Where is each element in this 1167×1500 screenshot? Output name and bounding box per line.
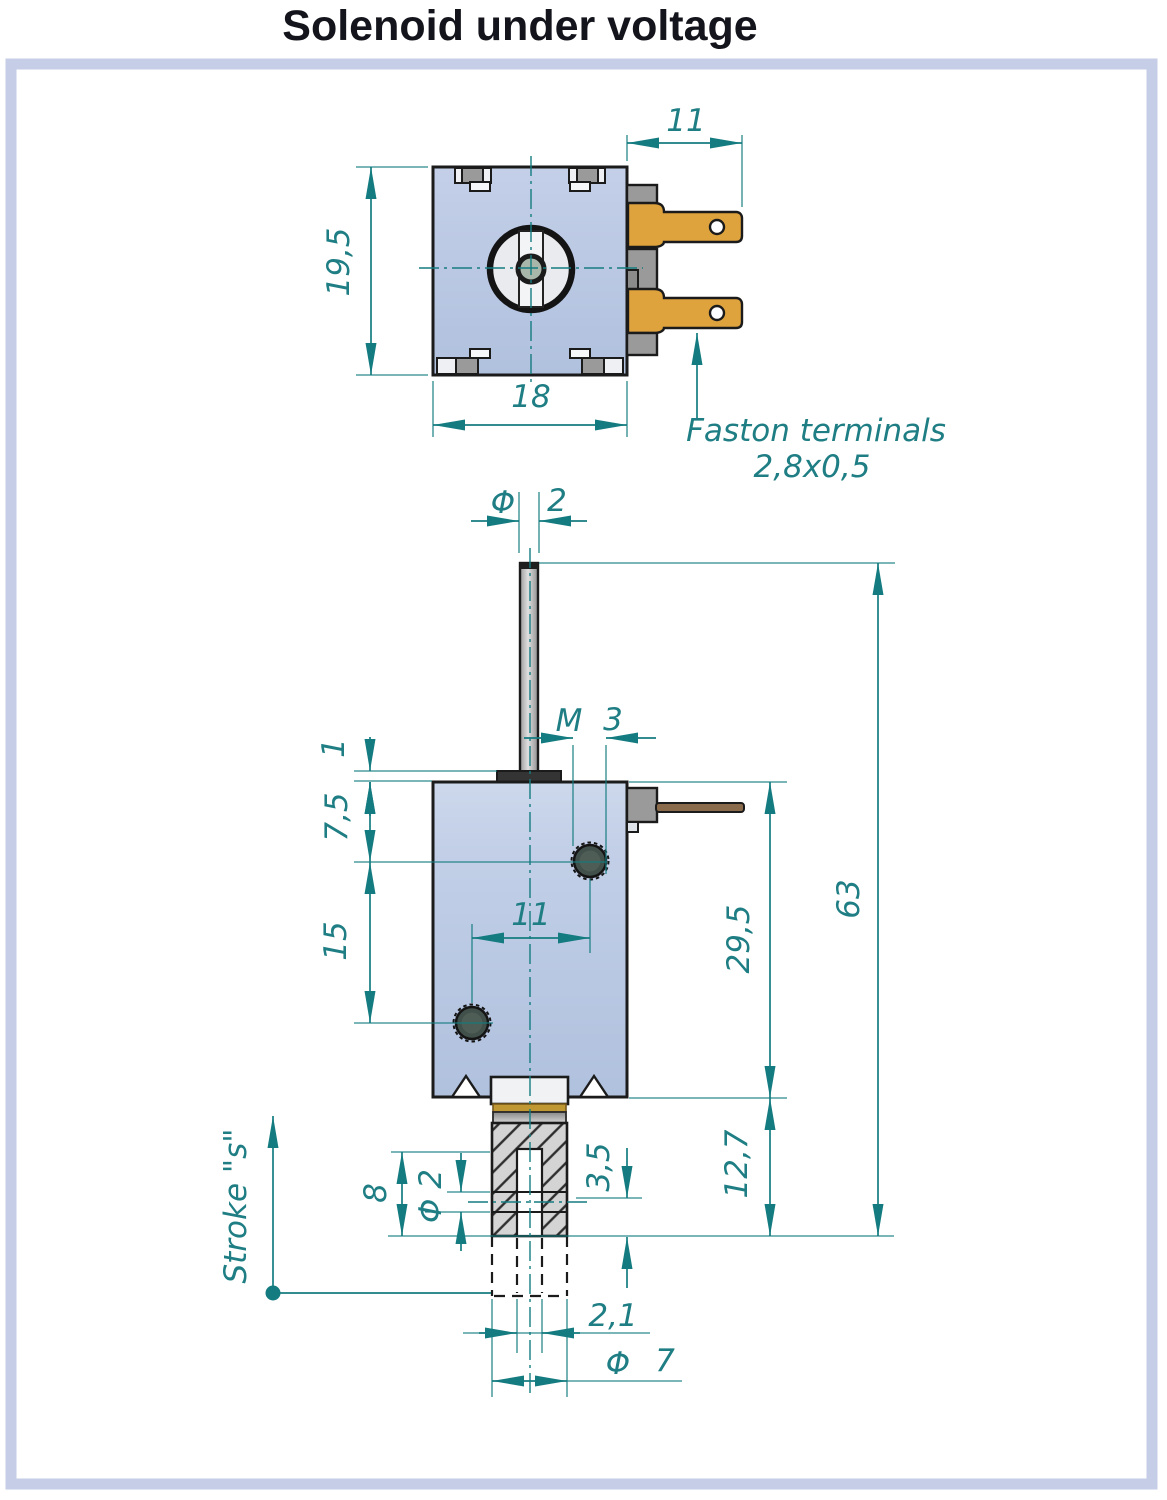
dim-label-7-5: 7,5 bbox=[319, 792, 355, 841]
terminal-blade-lower bbox=[626, 287, 744, 335]
thread-hole-upper bbox=[570, 841, 610, 881]
faston-label-line1: Faston terminals bbox=[686, 413, 946, 449]
dim-tip-hole-offset: 3,5 bbox=[576, 1142, 642, 1288]
dim-label-thread-m: M bbox=[556, 703, 583, 739]
dim-label-12-7: 12,7 bbox=[719, 1129, 755, 1198]
dim-total-height: 63 bbox=[539, 562, 895, 1236]
corner-tabs bbox=[436, 167, 624, 375]
dim-slot-width: 2,1 bbox=[463, 1298, 650, 1397]
dim-body-width-top-view: 18 bbox=[432, 379, 628, 437]
faston-leader: Faston terminals 2,8x0,5 bbox=[686, 333, 946, 485]
dim-label-phi-2: Φ 2 bbox=[413, 1169, 449, 1223]
faston-label-line2: 2,8x0,5 bbox=[754, 449, 871, 485]
dim-tip-length: 12,7 bbox=[719, 1098, 776, 1236]
content-frame bbox=[5, 58, 1158, 1490]
dim-slot-depth: 8 bbox=[358, 1151, 490, 1236]
terminal-hole-lower bbox=[708, 304, 726, 322]
dim-label-rod-phi: Φ bbox=[491, 485, 515, 521]
collar-washer bbox=[496, 770, 562, 783]
dim-label-rod-2: 2 bbox=[547, 483, 567, 519]
rod-cap bbox=[520, 563, 538, 569]
dim-label-63: 63 bbox=[831, 879, 867, 918]
dim-label-3-5: 3,5 bbox=[581, 1142, 617, 1191]
dim-rod-diameter: Φ 2 bbox=[471, 483, 587, 553]
stroke-label: Stroke "s" bbox=[218, 1128, 254, 1283]
dim-label-plunger-7: 7 bbox=[655, 1343, 675, 1379]
faston-terminals bbox=[625, 183, 744, 357]
stroke-annotation: Stroke "s" bbox=[218, 1116, 491, 1301]
dim-label-thread-3: 3 bbox=[603, 702, 623, 738]
dim-cross-hole: Φ 2 bbox=[413, 1153, 490, 1251]
dim-hole-offset: 7,5 bbox=[319, 782, 607, 863]
terminal-hole-upper bbox=[708, 218, 726, 236]
dim-label-11-front: 11 bbox=[511, 897, 550, 933]
dim-label-19-5: 19,5 bbox=[321, 227, 357, 296]
dim-hole-pitch: 15 bbox=[318, 862, 493, 1024]
terminal-pin bbox=[655, 802, 745, 813]
dim-label-1: 1 bbox=[316, 738, 352, 758]
dim-label-2-1: 2,1 bbox=[588, 1298, 637, 1334]
dim-thread-m3: M 3 bbox=[524, 702, 656, 874]
plunger-rod bbox=[518, 561, 540, 774]
dim-label-11-top: 11 bbox=[666, 103, 705, 139]
dim-label-18: 18 bbox=[511, 379, 550, 415]
terminal-boss bbox=[625, 786, 659, 824]
plunger-extended-ghost bbox=[490, 1236, 569, 1298]
dim-label-8: 8 bbox=[358, 1183, 394, 1203]
dim-plunger-diameter: Φ 7 bbox=[492, 1343, 682, 1387]
terminal-mount-lower bbox=[625, 331, 659, 357]
page-title: Solenoid under voltage bbox=[282, 2, 758, 50]
dim-label-plunger-phi: Φ bbox=[606, 1346, 630, 1382]
dim-label-29-5: 29,5 bbox=[721, 904, 757, 973]
dim-terminal-length: 11 bbox=[626, 103, 743, 207]
bottom-notch-left bbox=[449, 1073, 483, 1099]
front-view: Φ 2 63 M 3 bbox=[218, 483, 895, 1397]
dim-hole-span: 11 bbox=[471, 879, 591, 1003]
dim-label-15: 15 bbox=[318, 921, 354, 960]
terminal-blade-upper bbox=[626, 201, 744, 249]
bottom-notch-right bbox=[577, 1073, 611, 1099]
dim-body-height-front: 29,5 bbox=[629, 781, 787, 1099]
top-view: 11 19,5 18 Faston terminals 2,8x0,5 bbox=[321, 103, 946, 485]
dim-body-height-top-view: 19,5 bbox=[321, 166, 428, 376]
